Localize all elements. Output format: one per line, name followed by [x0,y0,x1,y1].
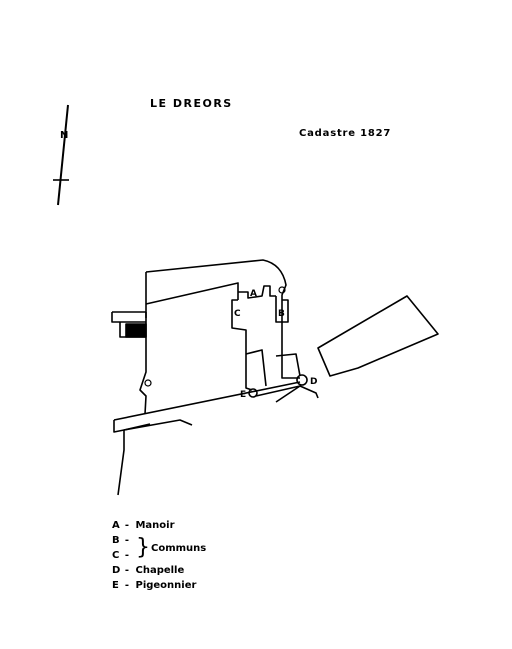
detached-building [317,295,439,377]
enclosure-wall [113,381,319,496]
tower-mark [278,286,286,294]
legend: A- Manoir B- C- } Communs D- Chapelle E-… [112,518,206,593]
legend-item-c: C- [112,550,130,561]
legend-item-b: B- [112,535,130,546]
main-building [139,259,301,415]
legend-item-e: E- Pigeonnier [112,580,197,591]
label-b: B [278,309,285,319]
legend-group-communs: } Communs [136,535,207,560]
chapelle-mark [296,374,308,386]
north-label: N [60,130,68,141]
well-mark [144,379,152,387]
brace-glyph: } [136,535,150,560]
map-source: Cadastre 1827 [299,128,392,139]
map-title: LE DREORS [150,97,233,110]
north-arrow: N [53,104,69,206]
staircase [111,311,147,338]
label-d: D [310,377,317,387]
legend-item-a: A- Manoir [112,520,175,531]
legend-item-d: D- Chapelle [112,565,185,576]
pigeonnier-mark [248,388,258,398]
label-c: C [234,309,241,319]
label-e: E [240,390,246,400]
label-a: A [250,289,257,299]
